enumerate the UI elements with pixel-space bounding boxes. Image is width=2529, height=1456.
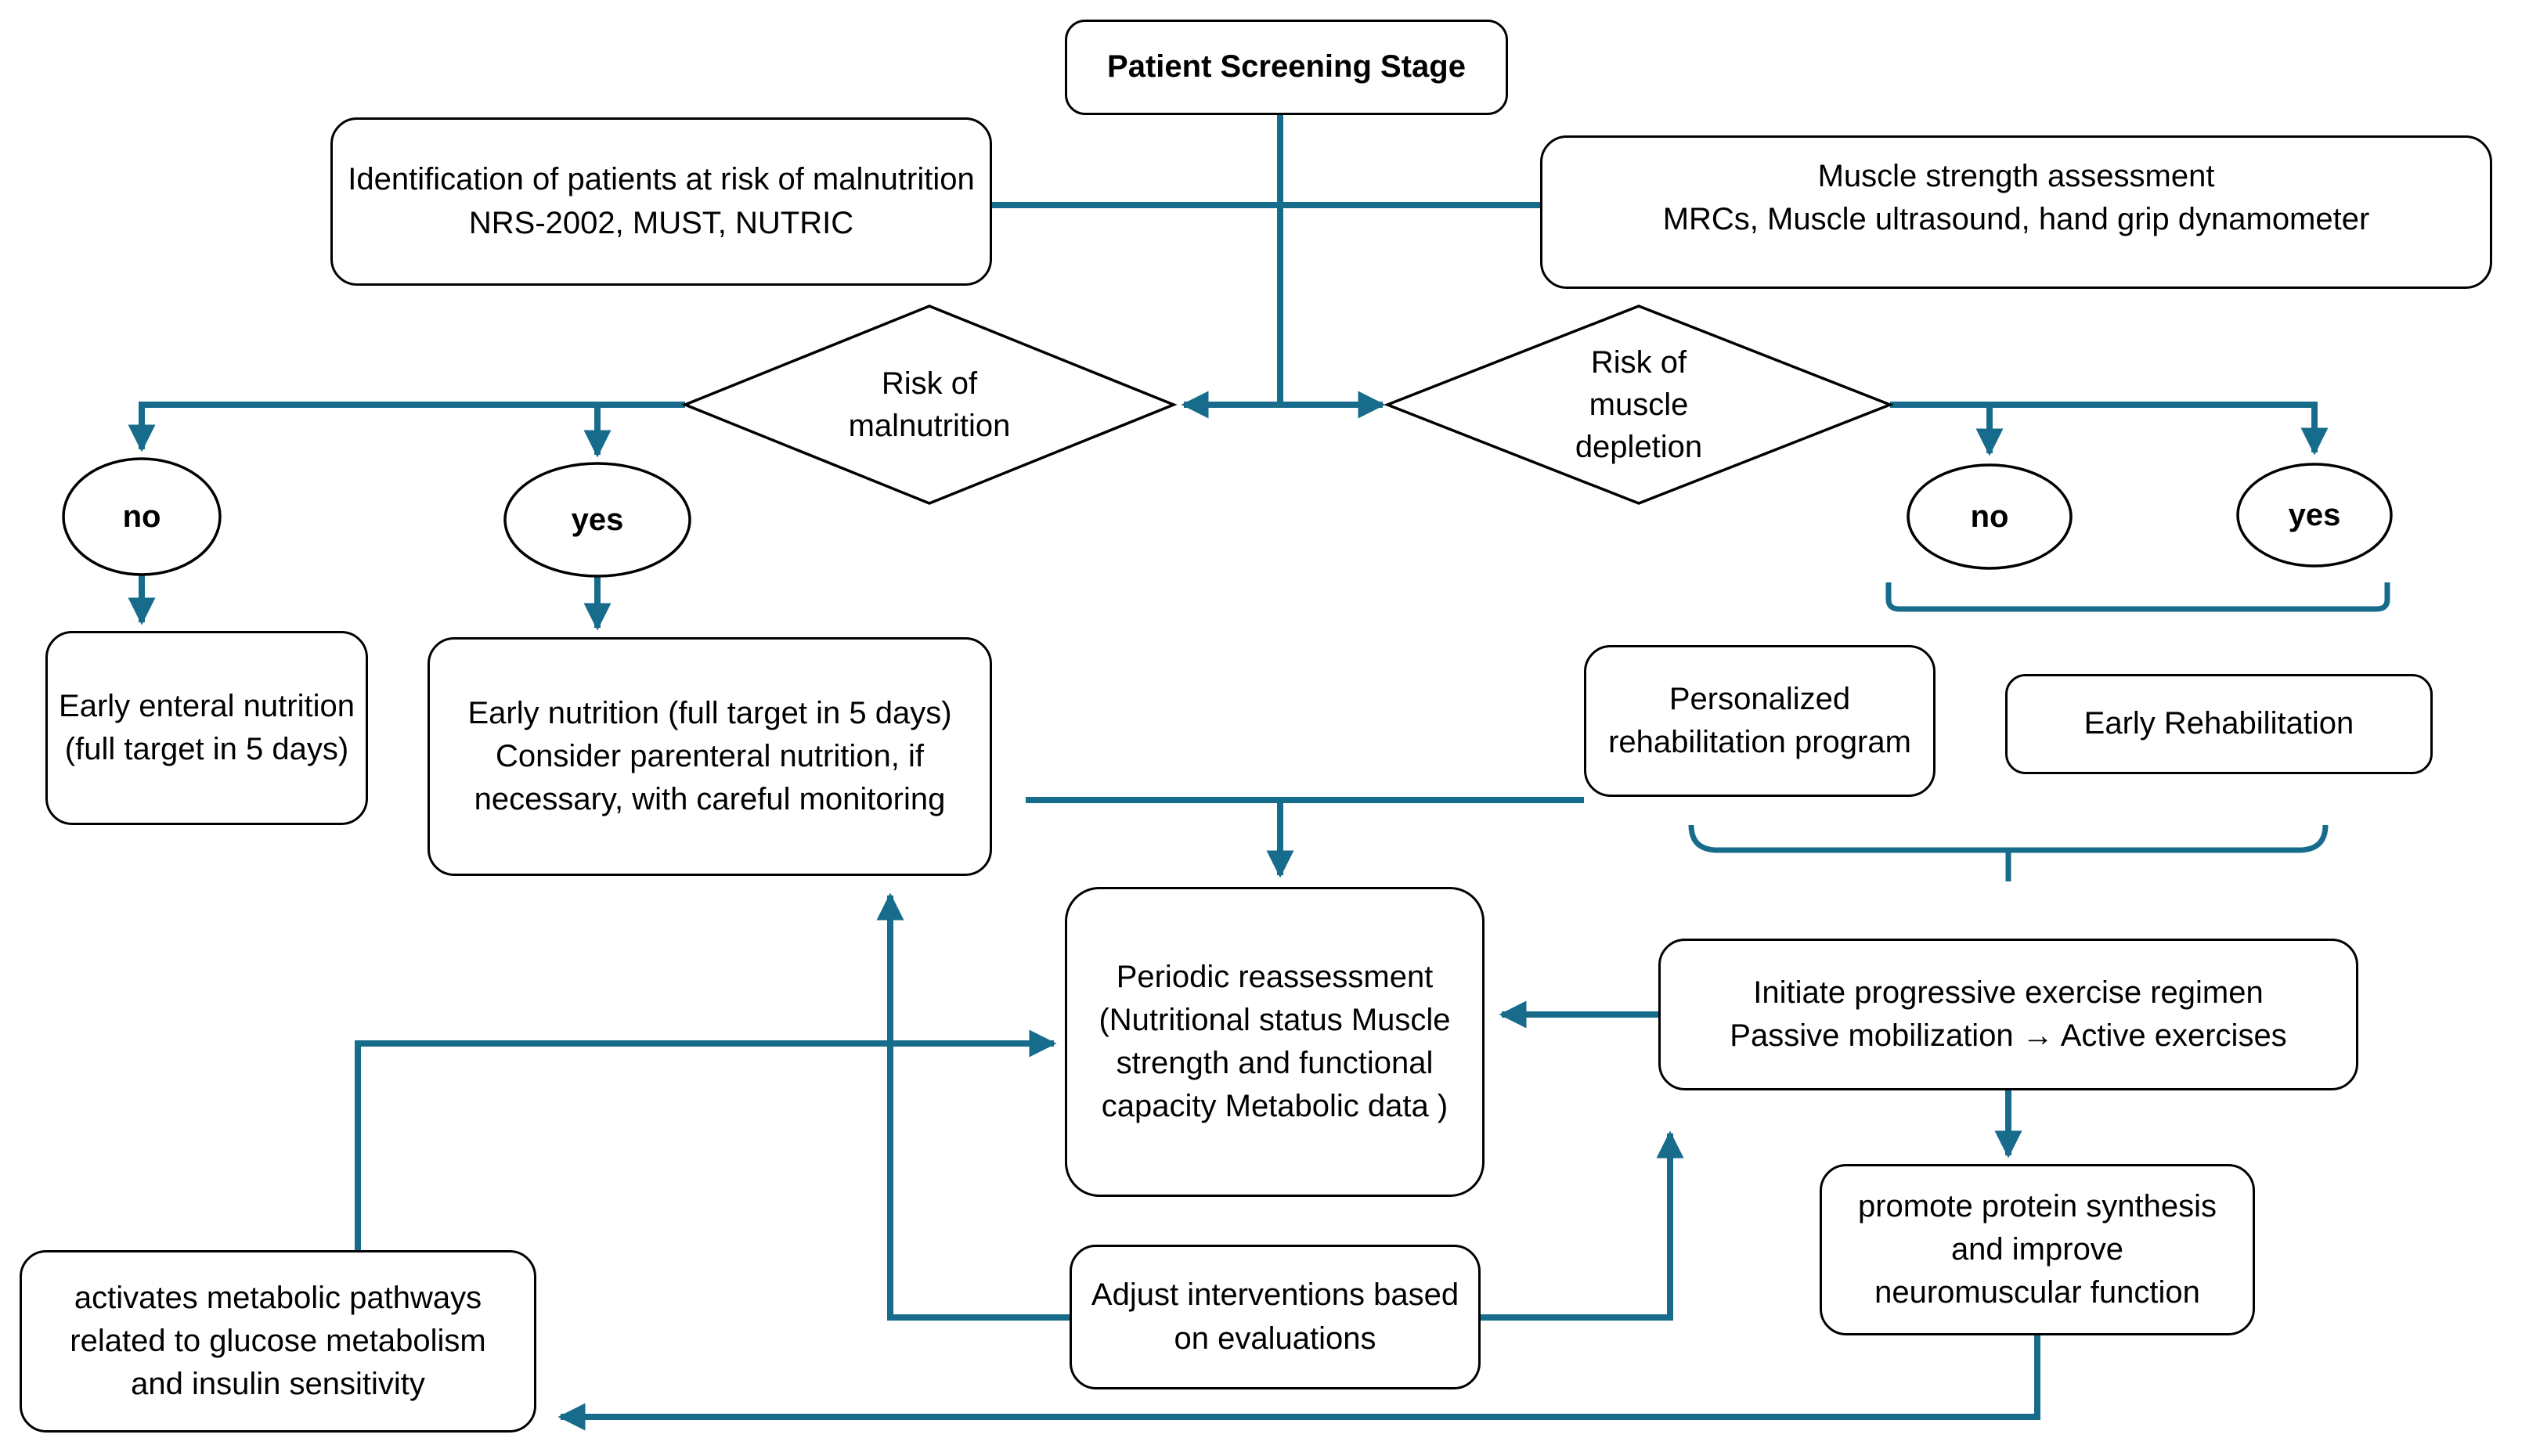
- node-initiate-exercise-line2: Passive mobilization → Active exercises: [1730, 1018, 2287, 1053]
- arrow-depletion-yes: [1890, 402, 2329, 456]
- node-early-enteral-label: Early enteral nutrition (full target in …: [59, 688, 355, 766]
- node-early-enteral: Early enteral nutrition (full target in …: [45, 631, 368, 825]
- node-personalized-rehab-label: Personalized rehabilitation program: [1608, 681, 1911, 759]
- node-activates-metabolic: activates metabolic pathways related to …: [20, 1250, 536, 1433]
- node-muscle-assessment-line2: MRCs, Muscle ultrasound, hand grip dynam…: [1662, 202, 2370, 237]
- oval-no-left: [62, 457, 222, 576]
- node-adjust-interventions-label: Adjust interventions based on evaluation…: [1091, 1278, 1459, 1356]
- oval-yes-left-label: yes: [571, 503, 624, 537]
- oval-no-right: [1907, 463, 2073, 570]
- arrow-promote-to-activates: [557, 1335, 2040, 1431]
- oval-yes-left: [503, 462, 691, 578]
- bracket-right-ovals: [1885, 582, 2390, 612]
- node-patient-screening-stage-label: Patient Screening Stage: [1107, 49, 1466, 85]
- diamond-risk-muscle-depletion: [1384, 305, 1894, 505]
- arrow-malnutrition-no: [128, 402, 685, 452]
- node-early-rehab-label: Early Rehabilitation: [2083, 706, 2354, 741]
- node-activates-metabolic-label: activates metabolic pathways related to …: [70, 1280, 486, 1402]
- oval-no-left-label: no: [122, 499, 161, 534]
- node-periodic-reassessment-label: Periodic reassessment (Nutritional statu…: [1099, 959, 1451, 1124]
- node-early-nutrition-line2: Consider parenteral nutrition, if necess…: [474, 738, 946, 817]
- node-initiate-exercise: Initiate progressive exercise regimen Pa…: [1658, 939, 2358, 1090]
- node-promote-protein-label: promote protein synthesis and improve ne…: [1857, 1188, 2217, 1310]
- oval-yes-right: [2236, 463, 2393, 568]
- node-identification-line2: NRS-2002, MUST, NUTRIC: [468, 205, 854, 240]
- arrow-adjust-to-initiate: [1481, 1130, 1684, 1321]
- oval-yes-right-label: yes: [2288, 498, 2341, 532]
- node-early-nutrition-line1: Early nutrition (full target in 5 days): [467, 695, 952, 730]
- oval-no-right-label: no: [1970, 499, 2009, 534]
- arrow-adjust-to-early-nutrition: [876, 892, 1070, 1321]
- node-early-nutrition: Early nutrition (full target in 5 days) …: [428, 637, 992, 876]
- diamond-risk-malnutrition-label: Risk of malnutrition: [848, 366, 1011, 443]
- node-identification-line1: Identification of patients at risk of ma…: [348, 162, 975, 197]
- arrow-activates-to-periodic: [355, 1029, 1057, 1250]
- node-periodic-reassessment: Periodic reassessment (Nutritional statu…: [1065, 887, 1485, 1197]
- node-initiate-exercise-line1: Initiate progressive exercise regimen: [1753, 975, 2264, 1010]
- node-adjust-interventions: Adjust interventions based on evaluation…: [1070, 1245, 1481, 1389]
- node-muscle-assessment-line1: Muscle strength assessment: [1817, 159, 2215, 193]
- underbrace-rehab: [1688, 824, 2329, 853]
- node-patient-screening-stage: Patient Screening Stage: [1065, 20, 1508, 115]
- diamond-risk-muscle-depletion-label: Risk of muscle depletion: [1575, 345, 1703, 464]
- node-identification: Identification of patients at risk of ma…: [330, 117, 992, 286]
- node-muscle-assessment: Muscle strength assessment MRCs, Muscle …: [1540, 135, 2492, 289]
- node-early-rehab: Early Rehabilitation: [2005, 674, 2433, 774]
- diamond-risk-malnutrition: [681, 305, 1178, 505]
- node-promote-protein: promote protein synthesis and improve ne…: [1820, 1164, 2255, 1335]
- node-personalized-rehab: Personalized rehabilitation program: [1584, 645, 1936, 797]
